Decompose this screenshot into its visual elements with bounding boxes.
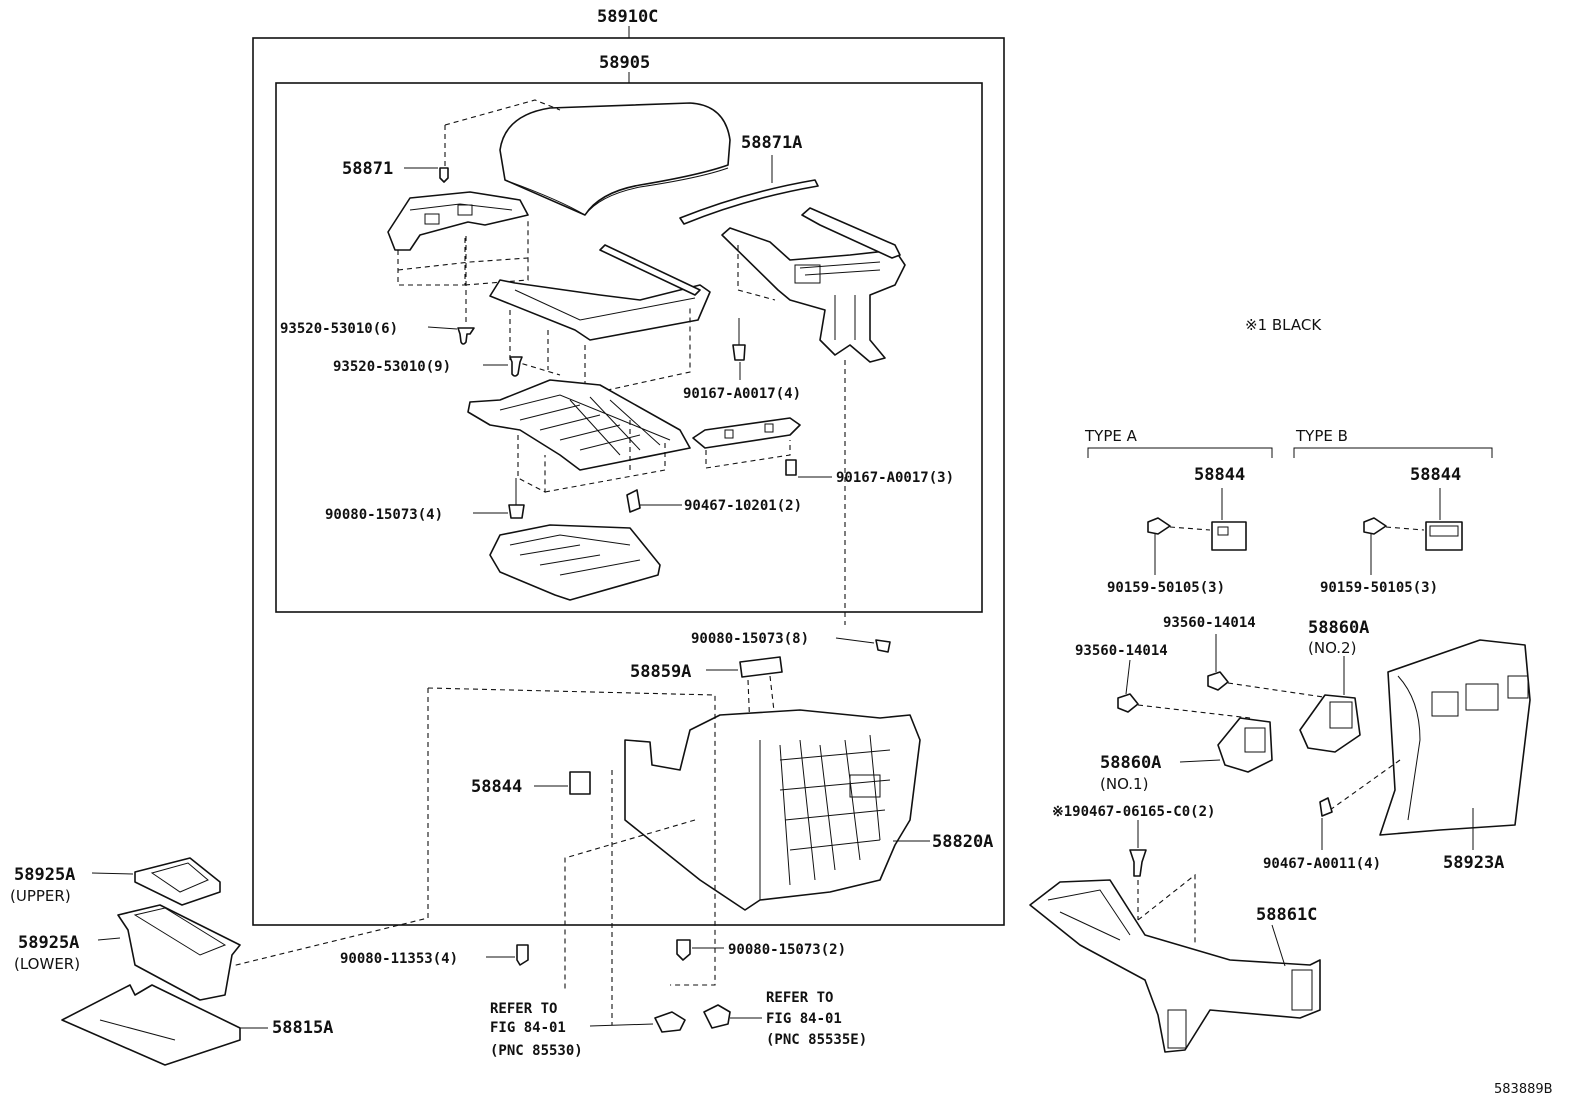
clip-90467-06165 bbox=[1129, 820, 1196, 945]
label-refer2-line1: REFER TO bbox=[766, 990, 833, 1006]
bolt-90080-15073-2 bbox=[676, 939, 724, 961]
air-vent-no1 bbox=[1179, 717, 1273, 773]
screw-93520-6 bbox=[427, 236, 475, 345]
clip-90467-10201 bbox=[626, 489, 682, 513]
label-no1: (NO.1) bbox=[1100, 775, 1148, 793]
bolt-90167-4 bbox=[732, 318, 746, 380]
label-93520-6: 93520-53010(6) bbox=[280, 321, 398, 337]
inner-tray-frame bbox=[489, 244, 711, 396]
label-58905: 58905 bbox=[599, 53, 650, 73]
label-93520-9: 93520-53010(9) bbox=[333, 359, 451, 375]
label-type-b: TYPE B bbox=[1295, 427, 1348, 445]
cup-holder-upper bbox=[91, 857, 221, 906]
label-58844-type-a: 58844 bbox=[1194, 465, 1245, 485]
bolt-90167-3 bbox=[785, 459, 832, 478]
label-refer1-line1: REFER TO bbox=[490, 1001, 557, 1017]
armrest-lid bbox=[444, 99, 731, 216]
clip-90467-A0011 bbox=[1319, 797, 1333, 850]
bolt-90080-15073-4 bbox=[473, 478, 525, 519]
screw-93520-9 bbox=[483, 356, 523, 377]
cup-holder-lower bbox=[97, 904, 241, 1001]
label-93560-b: 93560-14014 bbox=[1163, 615, 1256, 631]
floor-mat bbox=[61, 984, 268, 1066]
label-58871A: 58871A bbox=[741, 133, 802, 153]
label-58923A: 58923A bbox=[1443, 853, 1504, 873]
label-58925A-upper: 58925A bbox=[14, 865, 75, 885]
bracket-58859A bbox=[706, 656, 783, 731]
air-duct bbox=[1029, 879, 1321, 1053]
label-90467-06165: ※190467-06165-C0(2) bbox=[1052, 804, 1215, 820]
label-58871: 58871 bbox=[342, 159, 393, 179]
label-58815A: 58815A bbox=[272, 1018, 333, 1038]
socket-85530 bbox=[589, 1011, 686, 1033]
label-58861C: 58861C bbox=[1256, 905, 1317, 925]
label-90080-11353: 90080-11353(4) bbox=[340, 951, 458, 967]
label-refer1-line3: (PNC 85530) bbox=[490, 1043, 583, 1059]
type-a-bracket-line bbox=[1087, 447, 1273, 458]
label-58844-console: 58844 bbox=[471, 777, 522, 797]
label-upper-note: (UPPER) bbox=[10, 887, 71, 905]
screw-93560-a bbox=[1117, 659, 1251, 719]
label-no2: (NO.2) bbox=[1308, 639, 1356, 657]
label-90080-15073-2: 90080-15073(2) bbox=[728, 942, 846, 958]
label-90467-10201: 90467-10201(2) bbox=[684, 498, 802, 514]
figure-code: 583889B bbox=[1494, 1082, 1553, 1097]
label-refer2-line3: (PNC 85535E) bbox=[766, 1032, 867, 1048]
label-90167-4: 90167-A0017(4) bbox=[683, 386, 801, 402]
lower-tray bbox=[467, 379, 691, 493]
label-90159-type-b: 90159-50105(3) bbox=[1320, 580, 1438, 596]
label-93560-a: 93560-14014 bbox=[1075, 643, 1168, 659]
label-58859A: 58859A bbox=[630, 662, 691, 682]
screw-93560-b bbox=[1207, 634, 1331, 699]
bolt-90080-11353 bbox=[486, 944, 529, 966]
bolt-90080-15073-8 bbox=[835, 637, 891, 653]
label-90159-type-a: 90159-50105(3) bbox=[1107, 580, 1225, 596]
label-90467-A0011: 90467-A0011(4) bbox=[1263, 856, 1381, 872]
type-a-switch bbox=[1147, 488, 1247, 575]
small-bracket-right bbox=[692, 417, 801, 469]
label-lower-note: (LOWER) bbox=[14, 955, 80, 973]
label-58860A-no2: 58860A bbox=[1308, 618, 1369, 638]
label-58910C: 58910C bbox=[597, 7, 658, 27]
label-note-black: ※1 BLACK bbox=[1245, 316, 1322, 334]
lid-trim-strip bbox=[679, 179, 819, 225]
label-58860A-no1: 58860A bbox=[1100, 753, 1161, 773]
type-b-switch bbox=[1363, 488, 1463, 575]
type-b-bracket-line bbox=[1293, 447, 1493, 458]
label-90080-15073-4: 90080-15073(4) bbox=[325, 507, 443, 523]
label-58820A: 58820A bbox=[932, 832, 993, 852]
hinge-bracket-left bbox=[387, 191, 529, 286]
air-vent-no2 bbox=[1299, 656, 1361, 753]
label-90080-15073-8: 90080-15073(8) bbox=[691, 631, 809, 647]
switch-bracket-58844-console bbox=[534, 771, 591, 795]
rear-panel bbox=[1329, 639, 1531, 850]
label-type-a: TYPE A bbox=[1084, 427, 1138, 445]
label-58925A-lower: 58925A bbox=[18, 933, 79, 953]
socket-85535E bbox=[703, 1004, 762, 1029]
label-90167-3: 90167-A0017(3) bbox=[836, 470, 954, 486]
console-box bbox=[231, 687, 930, 1025]
label-refer2-line2: FIG 84-01 bbox=[766, 1011, 842, 1027]
label-refer1-line2: FIG 84-01 bbox=[490, 1020, 566, 1036]
screw-58871 bbox=[404, 167, 449, 183]
label-58844-type-b: 58844 bbox=[1410, 465, 1461, 485]
inner-bottom-tray bbox=[489, 524, 661, 601]
hinge-mechanism-right bbox=[721, 207, 906, 625]
